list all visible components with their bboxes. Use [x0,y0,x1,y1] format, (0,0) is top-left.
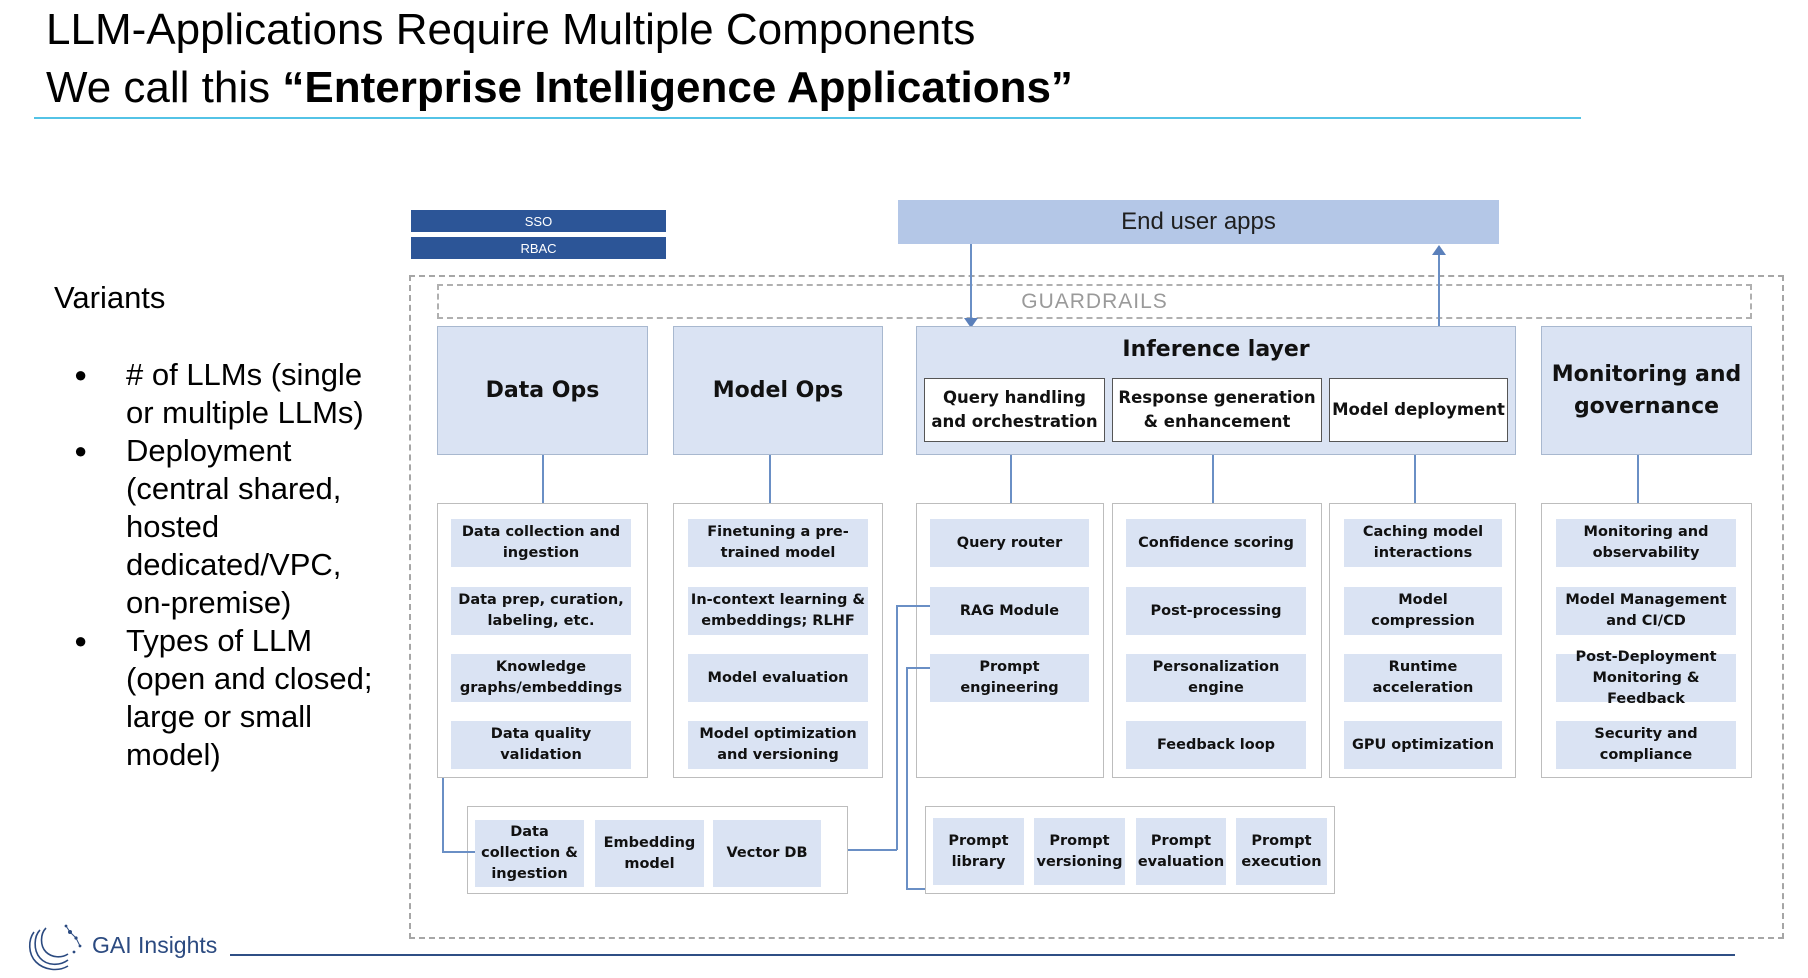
monitoring-item: Model Management and CI/CD [1556,587,1736,635]
prompt-tool-item: Prompt evaluation [1136,818,1226,885]
model-ops-item: Model evaluation [688,654,868,702]
variants-heading: Variants [54,280,166,315]
connector [906,888,925,890]
variant-item: ● Types of LLM (open and closed; large or… [60,622,380,774]
bullet-icon: ● [74,362,88,387]
connector [896,605,930,607]
variant-item: ● # of LLMs (single or multiple LLMs) [60,356,380,432]
connector [906,667,930,669]
response-item: Confidence scoring [1126,519,1306,567]
variant-item: ● Deployment (central shared, hosted dedi… [60,432,380,622]
query-item: Prompt engineering [930,654,1089,702]
connector [1637,455,1639,503]
prompt-tool-item: Prompt execution [1236,818,1327,885]
connector [1414,455,1416,503]
request-arrow-line [970,244,972,324]
variant-text: # of LLMs (single or multiple LLMs) [126,357,364,430]
inference-layer-title: Inference layer [1122,337,1310,362]
deployment-item: GPU optimization [1344,721,1502,769]
monitoring-governance-panel: Monitoring and governance [1541,326,1752,455]
deployment-item: Caching model interactions [1344,519,1502,567]
data-ops-item: Data collection and ingestion [451,519,631,567]
bullet-icon: ● [74,628,88,653]
title-prefix: We call this [46,63,283,112]
monitoring-item: Monitoring and observability [1556,519,1736,567]
response-item: Post-processing [1126,587,1306,635]
response-generation-box: Response generation & enhancement [1112,378,1322,442]
platform-boundary [409,275,1784,939]
footer-brand: GAI Insights [92,932,218,958]
deployment-item: Model compression [1344,587,1502,635]
title-line-1: LLM-Applications Require Multiple Compon… [46,5,976,54]
rag-pipeline-item: Data collection & ingestion [475,820,584,887]
arrow-down-icon [964,318,978,328]
model-deployment-box: Model deployment [1329,378,1508,442]
model-ops-panel: Model Ops [673,326,883,455]
connector [896,605,898,850]
response-item: Feedback loop [1126,721,1306,769]
data-ops-item: Data prep, curation, labeling, etc. [451,587,631,635]
connector [442,851,475,853]
rag-pipeline-item: Embedding model [595,820,704,887]
connector [906,667,908,889]
title-emphasis: “Enterprise Intelligence Applications” [282,63,1073,112]
connector [542,455,544,503]
guardrails-band: GUARDRAILS [437,284,1752,319]
data-ops-item: Data quality validation [451,721,631,769]
response-arrow-line [1438,255,1440,327]
bullet-icon: ● [74,438,88,463]
connector [1212,455,1214,503]
sso-bar: SSO [411,210,666,232]
title-line-2: We call this “Enterprise Intelligence Ap… [46,62,1073,114]
query-handling-box: Query handling and orchestration [924,378,1105,442]
response-item: Personalization engine [1126,654,1306,702]
prompt-tool-item: Prompt library [933,818,1024,885]
rag-pipeline-item: Vector DB [713,820,821,887]
query-item: RAG Module [930,587,1089,635]
deployment-item: Runtime acceleration [1344,654,1502,702]
footer-rule [230,954,1735,956]
monitoring-item: Post-Deployment Monitoring & Feedback [1556,649,1736,707]
arrow-up-icon [1432,245,1446,255]
rbac-bar: RBAC [411,237,666,259]
query-item: Query router [930,519,1089,567]
variants-list: ● # of LLMs (single or multiple LLMs) ● De… [60,356,380,774]
connector [1010,455,1012,503]
gai-insights-logo-icon [28,924,82,971]
end-user-apps: End user apps [898,200,1499,244]
model-ops-item: Model optimization and versioning [688,721,868,769]
data-ops-item: Knowledge graphs/embeddings [451,654,631,702]
title-underline [34,117,1581,119]
monitoring-item: Security and compliance [1556,721,1736,769]
connector [769,455,771,503]
connector [848,849,897,851]
prompt-tool-item: Prompt versioning [1034,818,1125,885]
model-ops-item: In-context learning & embeddings; RLHF [688,587,868,635]
variant-text: Deployment (central shared, hosted dedic… [126,433,342,620]
model-ops-item: Finetuning a pre-trained model [688,519,868,567]
connector [442,778,444,852]
data-ops-panel: Data Ops [437,326,648,455]
variant-text: Types of LLM (open and closed; large or … [126,623,373,772]
